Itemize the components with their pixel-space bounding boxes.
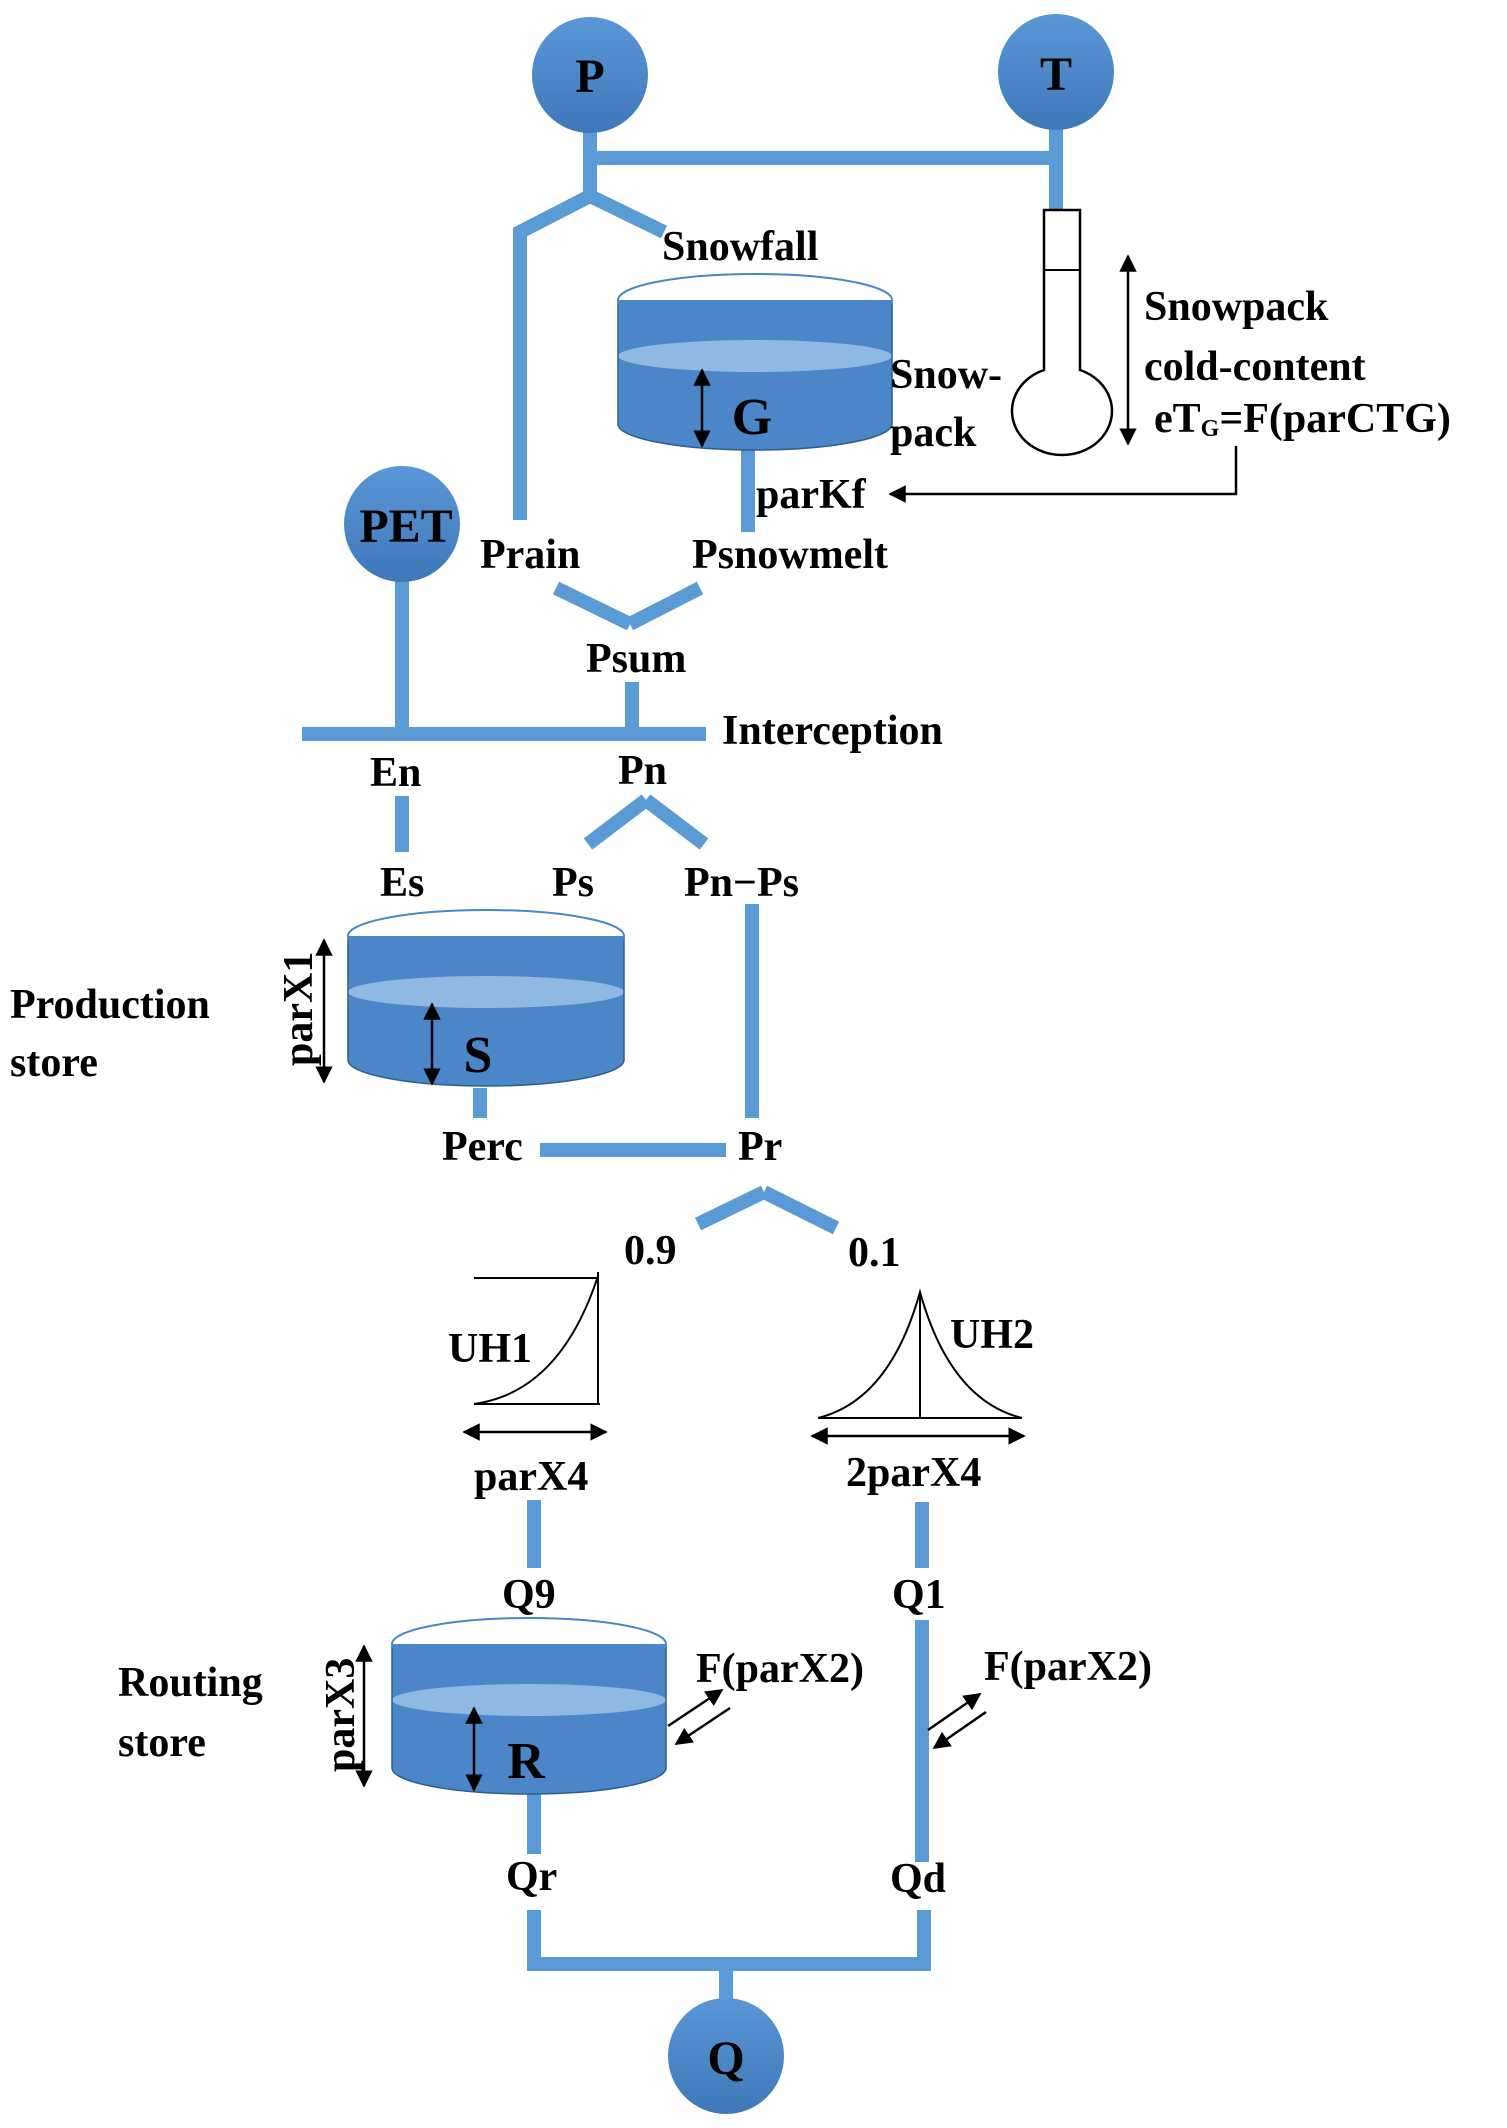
q-node xyxy=(668,1998,784,2114)
prain-label: Prain xyxy=(480,532,580,578)
psnowmelt-label: Psnowmelt xyxy=(692,532,888,578)
snowpack-store-label: G xyxy=(732,389,772,446)
thermometer-icon xyxy=(888,208,1238,503)
t-node-label: T xyxy=(1040,48,1072,101)
t-node xyxy=(998,14,1114,130)
pn-ps-label: Pn−Ps xyxy=(684,860,799,906)
routing-label-2: store xyxy=(118,1720,206,1766)
labels: Snowfall Snow- pack Snowpack cold-conten… xyxy=(10,224,1451,1902)
pipes xyxy=(302,110,1063,2010)
exchange-right-label: F(parX2) xyxy=(984,1644,1152,1690)
exchange-left-label: F(parX2) xyxy=(696,1646,864,1692)
split-right-label: 0.1 xyxy=(848,1230,901,1276)
es-label: Es xyxy=(380,860,424,906)
psum-v-left xyxy=(552,581,634,631)
qr-label: Qr xyxy=(506,1854,557,1900)
pet-node xyxy=(344,466,460,582)
uh1-hydrograph xyxy=(462,1272,608,1441)
uh2-label: UH2 xyxy=(950,1312,1034,1358)
pn-ps-branch xyxy=(583,794,651,850)
pn-label: Pn xyxy=(618,748,667,794)
production-label-2: store xyxy=(10,1040,98,1086)
routing-label-1: Routing xyxy=(118,1660,263,1706)
pn-pnps-branch xyxy=(641,794,709,850)
production-store-label: S xyxy=(464,1027,493,1084)
prain-pipe xyxy=(513,189,594,520)
cold-content-label-1: Snowpack xyxy=(1144,284,1329,330)
q1-label: Q1 xyxy=(892,1572,946,1618)
uh2-hydrograph xyxy=(810,1288,1026,1445)
production-store: S xyxy=(315,909,625,1087)
psum-label: Psum xyxy=(586,636,686,682)
snowpack-store: G xyxy=(617,273,893,451)
ps-label: Ps xyxy=(552,860,594,906)
qr-merge-pipe xyxy=(527,1910,931,1971)
parx1-label: parX1 xyxy=(276,952,322,1066)
parx3-label: parX3 xyxy=(318,1658,364,1772)
split-left-label: 0.9 xyxy=(624,1228,677,1274)
cold-content-label-2: cold-content xyxy=(1144,344,1366,390)
p-node xyxy=(532,17,648,133)
input-nodes: P T PET Q xyxy=(344,14,1114,2114)
perc-label: Perc xyxy=(442,1124,523,1170)
parx4-label: parX4 xyxy=(474,1454,588,1500)
2parx4-label: 2parX4 xyxy=(846,1450,981,1496)
pet-node-label: PET xyxy=(359,500,452,553)
pr-label: Pr xyxy=(738,1124,782,1170)
interception-label: Interception xyxy=(722,708,943,754)
cold-content-equation: eTG=F(parCTG) xyxy=(1154,396,1451,442)
production-label-1: Production xyxy=(10,982,210,1028)
pr-split-right xyxy=(760,1185,840,1235)
q9-label: Q9 xyxy=(502,1572,556,1618)
uh1-label: UH1 xyxy=(448,1326,532,1372)
psum-v-right xyxy=(626,581,704,631)
snowfall-label: Snowfall xyxy=(662,224,818,270)
qd-label: Qd xyxy=(890,1856,946,1902)
pr-split-left xyxy=(694,1185,768,1231)
snowpack-label-2: pack xyxy=(890,410,977,456)
snowpack-label-1: Snow- xyxy=(890,352,1002,398)
direct-exchange-arrows xyxy=(927,1692,987,1750)
routing-store: R xyxy=(355,1617,731,1795)
q-node-label: Q xyxy=(707,2032,744,2085)
en-label: En xyxy=(370,750,421,796)
routing-store-label: R xyxy=(507,1733,546,1790)
p-node-label: P xyxy=(575,50,604,103)
parkf-label: parKf xyxy=(756,472,867,518)
snowfall-pipe xyxy=(586,189,668,239)
